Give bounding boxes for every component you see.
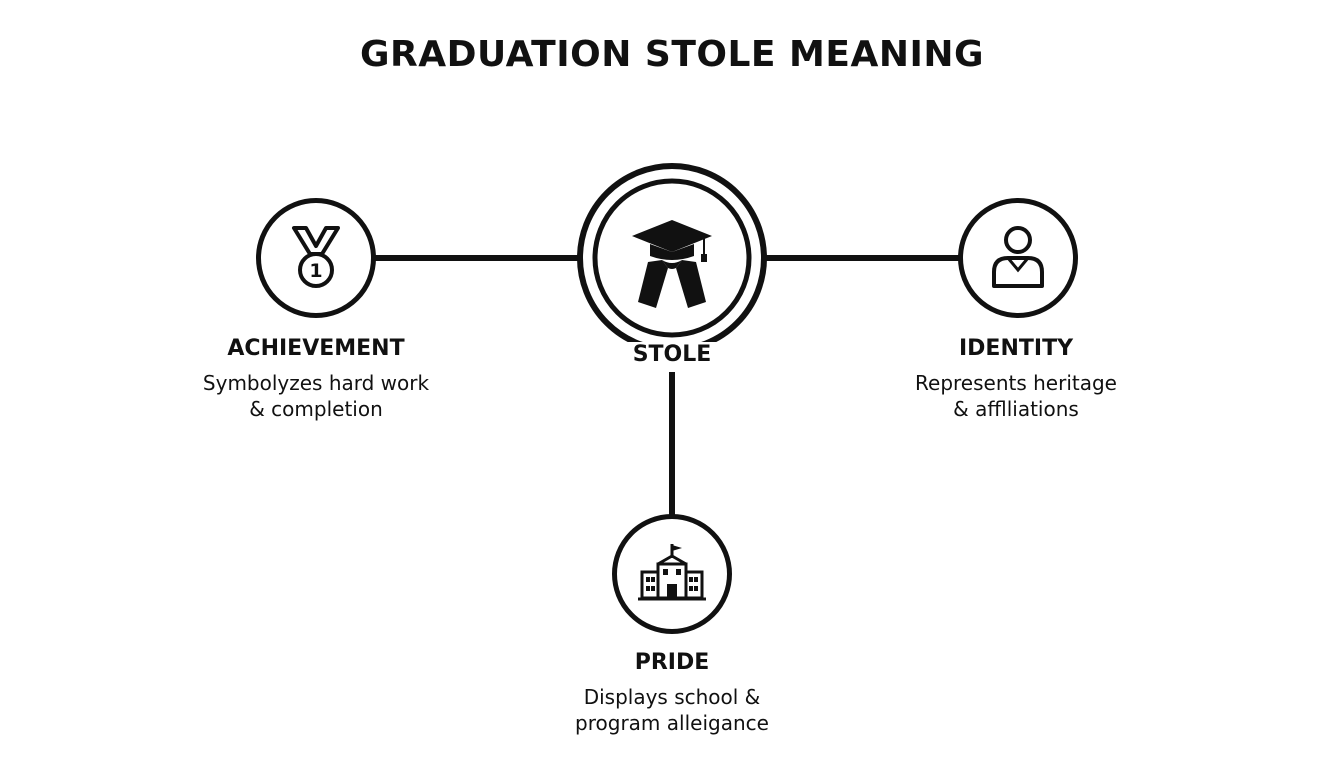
person-icon — [992, 226, 1044, 288]
medal-icon: 1 — [292, 226, 340, 288]
school-building-icon — [638, 544, 706, 601]
graduation-cap-stole-icon — [632, 220, 712, 308]
center-label: STOLE — [592, 342, 752, 367]
achievement-circle — [256, 198, 376, 318]
page-title: GRADUATION STOLE MEANING — [359, 34, 985, 75]
pride-heading: PRIDE — [634, 650, 710, 675]
identity-heading: IDENTITY — [958, 336, 1074, 361]
achievement-description: Symbolyzes hard work & completion — [202, 371, 430, 421]
medal-number: 1 — [309, 260, 322, 282]
achievement-heading: ACHIEVEMENT — [227, 336, 405, 361]
pride-circle — [612, 514, 732, 634]
identity-description: Represents heritage & afflliations — [915, 371, 1117, 421]
pride-description: Displays school & program alleigance — [575, 685, 769, 735]
